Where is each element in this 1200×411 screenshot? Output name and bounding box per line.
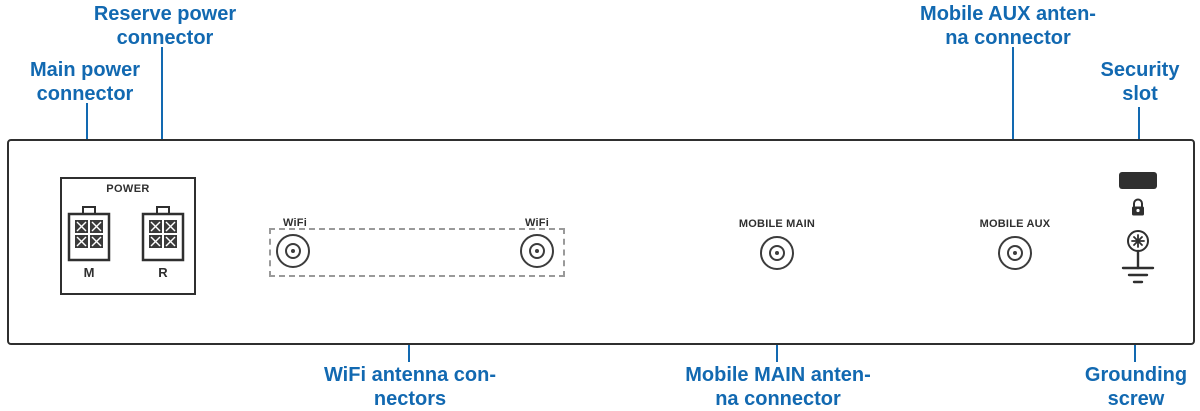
- leader-reserve-power: [161, 47, 163, 207]
- padlock-icon: [1129, 197, 1147, 217]
- grounding-screw-icon: [1120, 229, 1156, 291]
- callout-grounding-screw: Grounding screw: [1084, 364, 1188, 410]
- callout-mobile-aux-connector: Mobile AUX anten- na connector: [920, 3, 1096, 49]
- power-m-label: M: [83, 265, 95, 280]
- main-power-connector: [67, 206, 111, 262]
- molex-connector-icon: [67, 206, 111, 262]
- security-slot: [1119, 172, 1157, 189]
- mobile-aux-connector: [998, 236, 1032, 270]
- callout-main-power-connector: Main power connector: [29, 59, 141, 105]
- mobile-aux-label: MOBILE AUX: [979, 218, 1051, 230]
- device-panel: [7, 139, 1195, 345]
- reserve-power-connector: [141, 206, 185, 262]
- power-block-label: POWER: [106, 183, 150, 195]
- callout-reserve-power-connector: Reserve power connector: [93, 3, 237, 49]
- wifi-antenna-zone: [269, 228, 565, 277]
- mobile-main-connector: [760, 236, 794, 270]
- callout-wifi-antenna-connectors: WiFi antenna con- nectors: [323, 364, 497, 410]
- callout-mobile-main-connector: Mobile MAIN anten- na connector: [685, 364, 871, 410]
- mobile-main-label: MOBILE MAIN: [738, 218, 816, 230]
- wifi-right-label: WiFi: [525, 217, 549, 229]
- power-r-label: R: [158, 265, 168, 280]
- wifi-connector-left: [276, 234, 310, 268]
- molex-connector-icon: [141, 206, 185, 262]
- callout-security-slot: Security slot: [1100, 59, 1180, 105]
- wifi-left-label: WiFi: [283, 217, 307, 229]
- wifi-connector-right: [520, 234, 554, 268]
